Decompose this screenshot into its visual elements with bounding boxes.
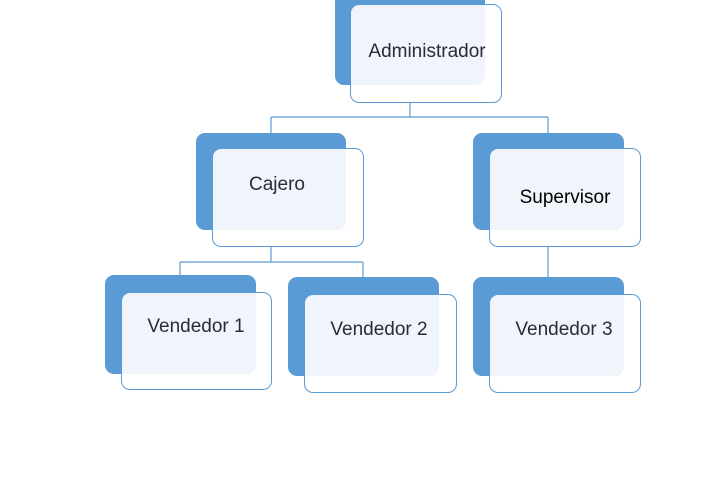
node-label: Vendedor 3 [515, 319, 613, 340]
node-box [489, 294, 641, 393]
node-label: Cajero [249, 174, 305, 195]
node-label: Vendedor 2 [330, 319, 428, 340]
node-box [304, 294, 457, 393]
node-box [121, 292, 272, 390]
node-box [350, 4, 502, 103]
connector-cajero [179, 247, 364, 277]
node-label: Vendedor 1 [147, 316, 245, 337]
node-box [212, 148, 364, 247]
node-label: Administrador [368, 41, 486, 62]
connector-admin [270, 103, 549, 148]
node-label: Supervisor [519, 187, 611, 208]
node-box [489, 148, 641, 247]
